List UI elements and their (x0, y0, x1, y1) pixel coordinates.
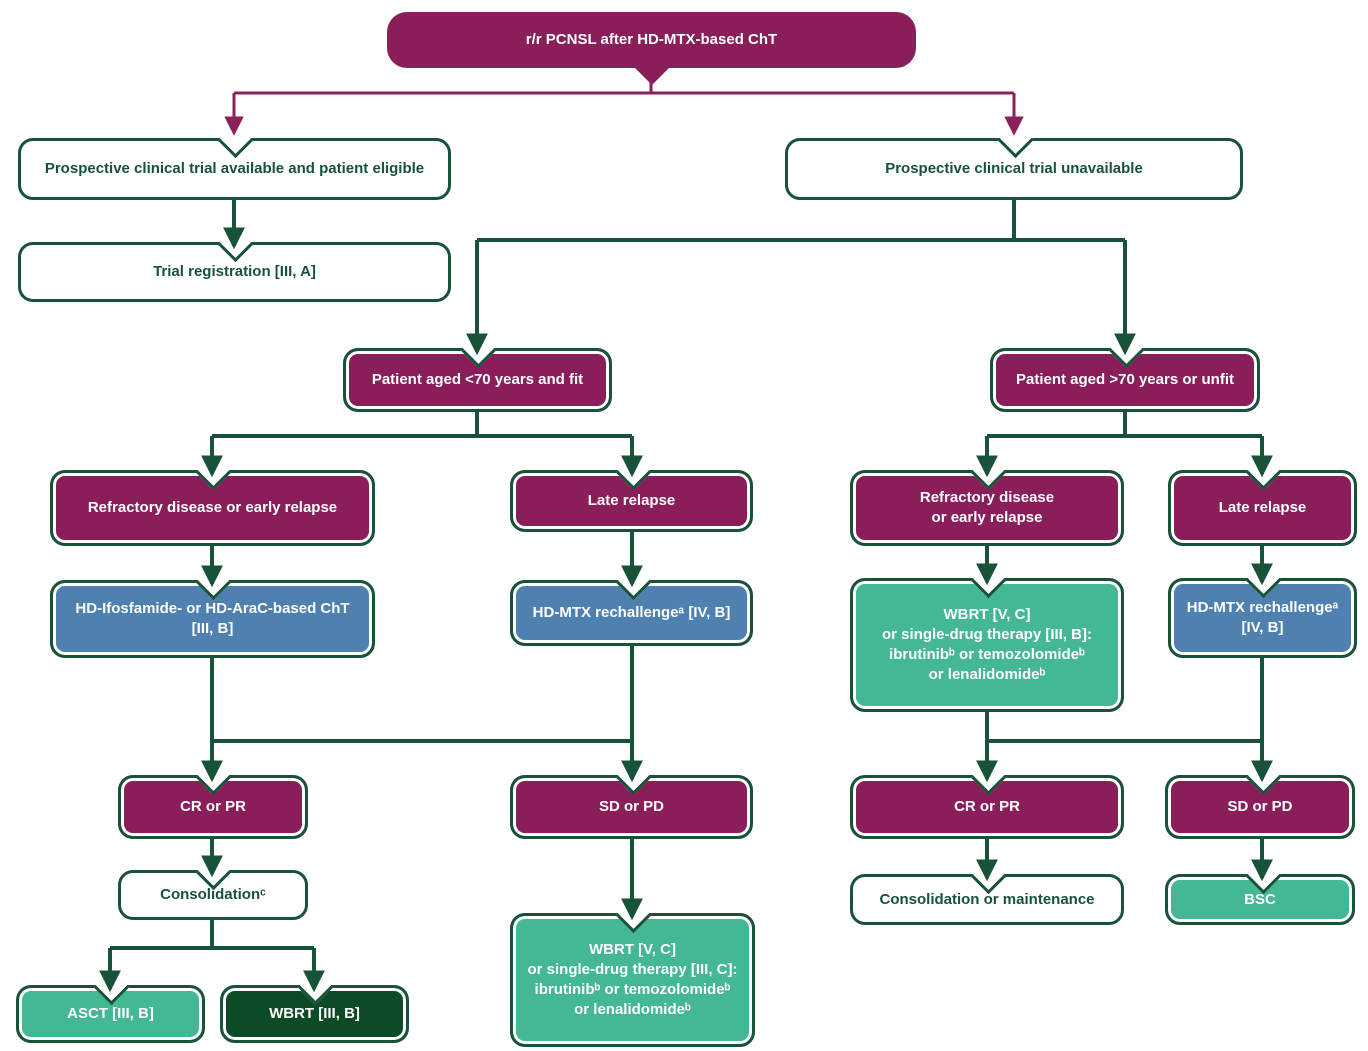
node-wbrt-consolidation: WBRT [III, B] (220, 969, 409, 1043)
node-label: HD-MTX rechallengeᵃ [IV, B] (532, 604, 731, 622)
node-refractory-left: Refractory disease or early relapse (50, 454, 375, 546)
node-root: r/r PCNSL after HD-MTX-based ChT (387, 12, 916, 85)
notch (970, 562, 1007, 599)
notch (217, 122, 254, 159)
node-aged-under-70: Patient aged <70 years and fit (343, 332, 612, 412)
node-label: CR or PR (180, 798, 246, 816)
node-label: Patient aged >70 years or unfit (1016, 371, 1234, 389)
node-label: Trial registration [III, A] (153, 263, 316, 281)
node-label: Late relapse (587, 492, 676, 510)
node-root-label: r/r PCNSL after HD-MTX-based ChT (525, 31, 778, 49)
root-tail-pointer (634, 51, 669, 85)
node-label: WBRT [V, C] or single-drug therapy [III,… (881, 606, 1092, 683)
node-refractory-right: Refractory disease or early relapse (850, 454, 1124, 546)
node-label: Prospective clinical trial unavailable (885, 160, 1143, 178)
node-sd-pd-right: SD or PD (1165, 759, 1355, 839)
node-late-relapse-right: Late relapse (1168, 454, 1357, 546)
node-sd-pd-mid: SD or PD (510, 759, 753, 839)
notch (195, 564, 232, 601)
node-label: HD-MTX rechallengeᵃ [IV, B] (1186, 599, 1339, 636)
node-label: ASCT [III, B] (67, 1005, 154, 1023)
node-hd-mtx-rechallenge-mid: HD-MTX rechallengeᵃ [IV, B] (510, 564, 753, 646)
node-label: CR or PR (954, 798, 1020, 816)
node-label: Refractory disease or early relapse (919, 489, 1055, 526)
notch (615, 454, 652, 491)
notch (615, 564, 652, 601)
node-label: Consolidationᶜ (160, 886, 266, 904)
node-consolidation: Consolidationᶜ (118, 854, 308, 920)
notch (195, 759, 232, 796)
node-label: Late relapse (1218, 499, 1307, 517)
node-consolidation-maintenance: Consolidation or maintenance (850, 858, 1124, 925)
node-cr-pr-left: CR or PR (118, 759, 308, 839)
notch (615, 759, 652, 796)
notch (1245, 562, 1282, 599)
notch (460, 332, 497, 369)
node-label: Refractory disease or early relapse (87, 499, 338, 517)
notch (970, 759, 1007, 796)
node-asct: ASCT [III, B] (16, 969, 205, 1043)
node-label: Prospective clinical trial available and… (44, 160, 425, 178)
node-label: SD or PD (1227, 798, 1293, 816)
node-cr-pr-right: CR or PR (850, 759, 1124, 839)
node-trial-registration: Trial registration [III, A] (18, 226, 451, 302)
notch (195, 454, 232, 491)
root-connectors (224, 78, 1024, 136)
notch (297, 969, 334, 1006)
node-late-relapse-mid: Late relapse (510, 454, 753, 532)
node-label: HD-Ifosfamide- or HD-AraC-based ChT [III… (75, 600, 350, 637)
node-label: Consolidation or maintenance (879, 890, 1095, 908)
node-label: Patient aged <70 years and fit (371, 371, 584, 389)
notch (93, 969, 130, 1006)
node-trial-unavailable: Prospective clinical trial unavailable (785, 122, 1243, 200)
notch (1245, 759, 1282, 796)
node-bsc: BSC (1165, 858, 1355, 925)
notch (1108, 332, 1145, 369)
notch (970, 454, 1007, 491)
node-label: WBRT [III, B] (269, 1005, 360, 1023)
node-hd-mtx-rechallenge-right: HD-MTX rechallengeᵃ [IV, B] (1168, 562, 1357, 658)
notch (997, 122, 1034, 159)
node-label: BSC (1244, 890, 1276, 908)
node-aged-over-70: Patient aged >70 years or unfit (990, 332, 1260, 412)
node-label: WBRT [V, C] or single-drug therapy [III,… (527, 941, 738, 1018)
node-wbrt-single-drug-right: WBRT [V, C] or single-drug therapy [III,… (850, 562, 1124, 712)
node-label: SD or PD (598, 798, 664, 816)
node-trial-available: Prospective clinical trial available and… (18, 122, 451, 200)
node-wbrt-single-drug-mid: WBRT [V, C] or single-drug therapy [III,… (510, 897, 755, 1047)
notch (1245, 454, 1282, 491)
node-hd-ifosfamide: HD-Ifosfamide- or HD-AraC-based ChT [III… (50, 564, 375, 658)
notch (217, 226, 254, 263)
notch (615, 897, 652, 934)
